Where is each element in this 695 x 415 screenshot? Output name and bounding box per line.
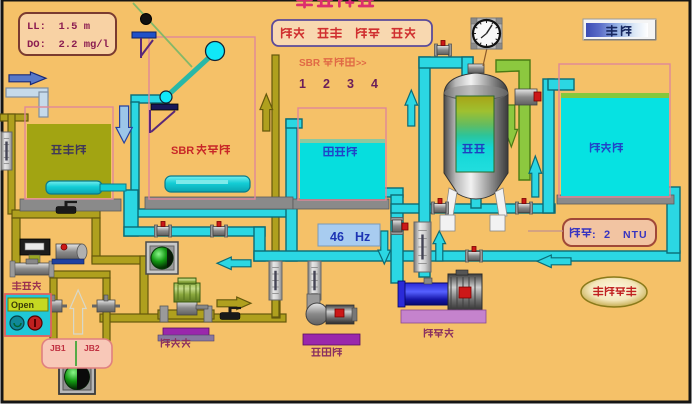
svg-text:DO: 2.2 mg/l: DO: 2.2 mg/l <box>27 39 109 51</box>
svg-text:Hz: Hz <box>355 230 370 244</box>
svg-text:JB2: JB2 <box>84 343 100 353</box>
svg-text:JB1: JB1 <box>50 343 66 353</box>
svg-text:>>: >> <box>356 58 367 68</box>
svg-text:LL: 1.5 m: LL: 1.5 m <box>27 21 90 33</box>
svg-text:3: 3 <box>347 77 354 91</box>
svg-text:2: 2 <box>323 77 330 91</box>
svg-text:SBR: SBR <box>171 145 194 157</box>
svg-text:NTU: NTU <box>623 229 648 241</box>
svg-text:SBR: SBR <box>299 58 321 69</box>
svg-text:Open: Open <box>11 300 34 310</box>
svg-text::: : <box>592 229 596 241</box>
svg-text:46: 46 <box>330 230 344 244</box>
svg-text:1: 1 <box>299 77 306 91</box>
svg-text:4: 4 <box>371 77 378 91</box>
svg-text:2: 2 <box>604 229 610 241</box>
